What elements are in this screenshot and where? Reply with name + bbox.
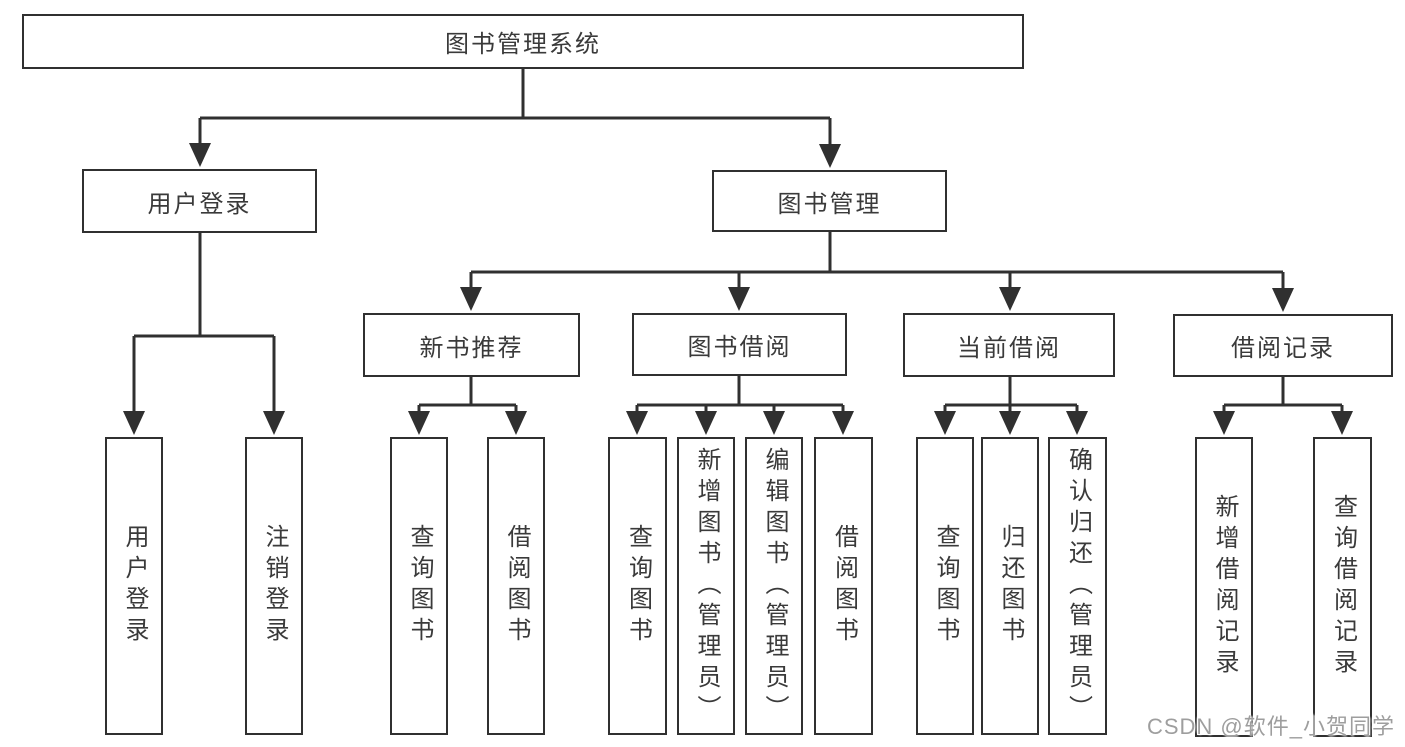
leaf-borrow-edit-label: 编辑图书（管理员）: [761, 446, 788, 726]
node-root: 图书管理系统: [22, 14, 1024, 69]
leaf-record-query: 查询借阅记录: [1313, 437, 1372, 737]
leaf-logout-label: 注销登录: [261, 524, 288, 648]
node-root-label: 图书管理系统: [445, 31, 601, 58]
node-borrow-records: 借阅记录: [1173, 314, 1393, 377]
leaf-borrow-book-label: 借阅图书: [830, 524, 858, 648]
leaf-user-login-label: 用户登录: [121, 524, 148, 648]
leaf-logout: 注销登录: [245, 437, 303, 735]
node-user-login: 用户登录: [82, 169, 317, 233]
node-book-borrow: 图书借阅: [632, 313, 847, 376]
leaf-borrow-query-label: 查询图书: [624, 524, 652, 648]
leaf-current-confirm: 确认归还（管理员）: [1048, 437, 1107, 735]
leaf-current-return: 归还图书: [981, 437, 1039, 735]
leaf-record-query-label: 查询借阅记录: [1329, 494, 1357, 680]
leaf-newbook-query-label: 查询图书: [406, 524, 433, 648]
node-new-book-label: 新书推荐: [419, 334, 524, 362]
leaf-record-add: 新增借阅记录: [1195, 437, 1253, 737]
node-book-borrow-label: 图书借阅: [687, 334, 792, 361]
node-user-login-label: 用户登录: [147, 190, 252, 218]
leaf-current-confirm-label: 确认归还（管理员）: [1064, 446, 1092, 726]
leaf-borrow-add-label: 新增图书（管理员）: [693, 446, 720, 726]
leaf-current-query: 查询图书: [916, 437, 974, 735]
leaf-record-add-label: 新增借阅记录: [1211, 494, 1238, 680]
leaf-newbook-borrow: 借阅图书: [487, 437, 545, 735]
node-book-mgmt-label: 图书管理: [777, 190, 882, 218]
node-new-book: 新书推荐: [363, 313, 580, 377]
leaf-borrow-edit: 编辑图书（管理员）: [745, 437, 803, 735]
leaf-borrow-book: 借阅图书: [814, 437, 873, 735]
node-borrow-records-label: 借阅记录: [1231, 335, 1335, 362]
leaf-borrow-query: 查询图书: [608, 437, 667, 735]
leaf-current-query-label: 查询图书: [932, 524, 959, 648]
node-current-borrow: 当前借阅: [903, 313, 1115, 377]
node-current-borrow-label: 当前借阅: [957, 334, 1061, 362]
leaf-newbook-borrow-label: 借阅图书: [503, 524, 530, 648]
leaf-user-login: 用户登录: [105, 437, 163, 735]
node-book-mgmt: 图书管理: [712, 170, 947, 232]
watermark: CSDN @软件_小贺同学: [1146, 714, 1395, 739]
leaf-current-return-label: 归还图书: [997, 524, 1024, 648]
leaf-borrow-add: 新增图书（管理员）: [677, 437, 735, 735]
leaf-newbook-query: 查询图书: [390, 437, 448, 735]
